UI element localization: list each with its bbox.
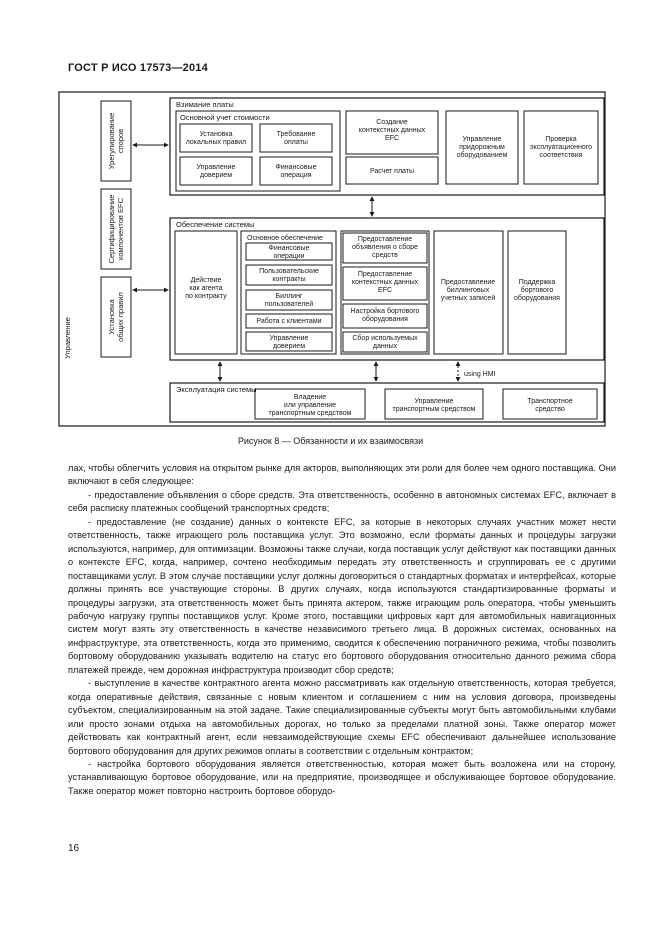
general-rules-text: Установкаобщих правил [107,292,125,342]
using-hmi-label: using HMI [464,371,496,378]
collection-title: Взимание платы [176,100,234,109]
operation-title: Эксплуатация системы [176,385,257,394]
provision-box [169,217,605,361]
paragraph: лах, чтобы облегчить условия на открытом… [68,463,616,487]
certification-box [100,188,132,270]
general-rules-box [100,276,132,358]
paragraph: - выступление в качестве контрактного аг… [68,678,616,756]
operation-box [169,382,605,423]
body-text: лах, чтобы облегчить условия на открытом… [68,462,616,798]
responsibilities-diagram: Урегулированиеспоров Сертифицированиеком… [58,91,606,427]
collection-box [169,97,605,196]
dispute-text: Урегулированиеспоров [107,113,125,170]
management-label: Управление [63,317,72,359]
main-provision-title: Основное обеспечение [247,234,323,242]
page-number: 16 [68,843,80,854]
paragraph: - предоставление объявления о сборе сред… [68,489,616,514]
document-header: ГОСТ Р ИСО 17573—2014 [68,62,208,74]
outer-frame [58,91,606,427]
paragraph: - предоставление (не создание) данных о … [68,516,616,675]
provision-title: Обеспечение системы [176,220,254,229]
fee-calc-text: Расчет платы [370,168,414,175]
paragraph: - настройка бортового оборудования являе… [68,758,616,796]
dispute-box [100,100,132,182]
cost-accounting-title: Основной учет стоимости [180,113,270,122]
cost-accounting-box [175,110,341,192]
figure-caption: Рисунок 8 — Обязанности и их взаимосвязи [237,436,424,446]
client-work-text: Работа с клиентами [256,317,321,325]
certification-text: Сертифицированиекомпонентов EFC [107,195,125,264]
